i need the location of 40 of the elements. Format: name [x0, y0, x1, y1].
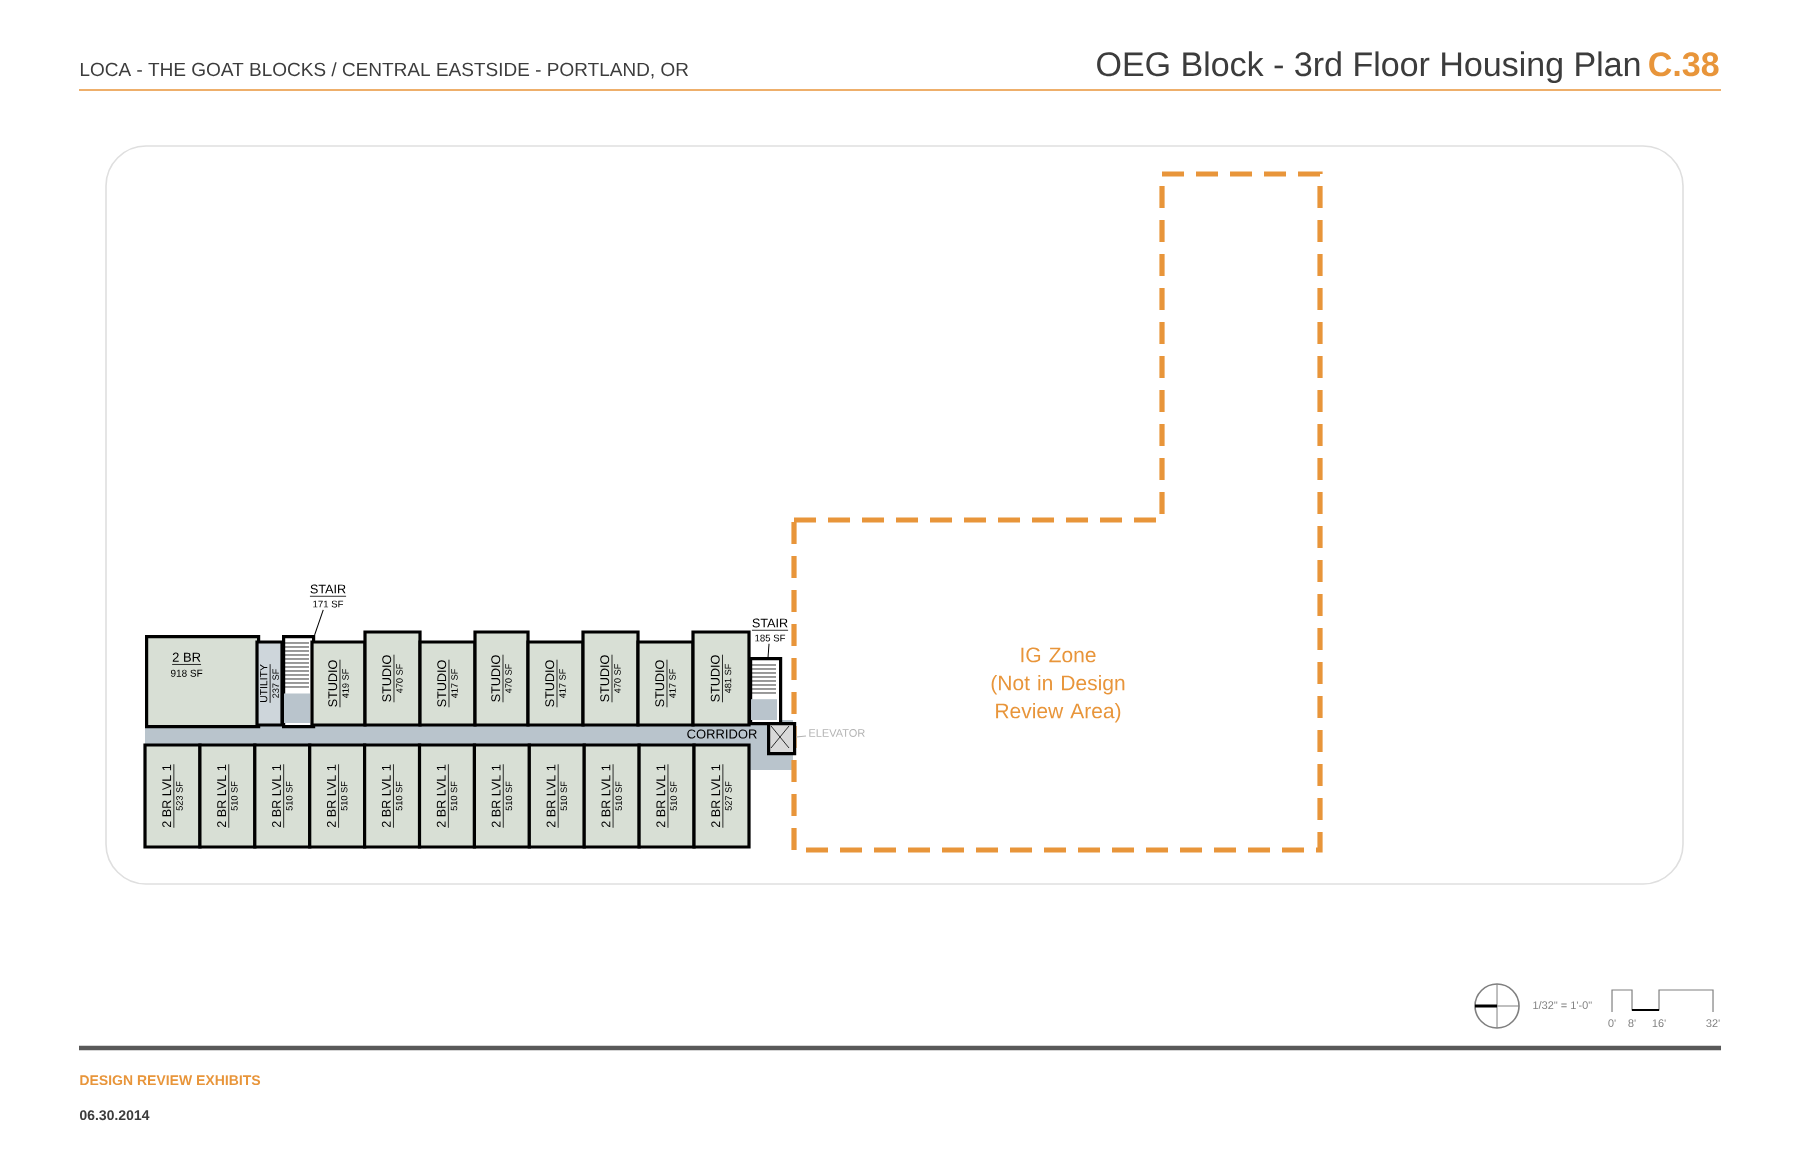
- apartment-room: 2 BR LVL 1 510 SF: [637, 743, 696, 849]
- apartment-room: 2 BR LVL 1 510 SF: [308, 743, 367, 849]
- leader-line: [314, 609, 324, 636]
- apartment-room: 2 BR LVL 1 527 SF: [692, 743, 751, 849]
- scale-tick-label: 32': [1706, 1019, 1720, 1028]
- stair-drawing: [282, 635, 316, 729]
- leader-line: [795, 735, 807, 738]
- room-label: ELEVATOR: [809, 729, 865, 737]
- apartment-room: STUDIO 417 SF: [418, 640, 477, 727]
- apartment-room: 2 BR LVL 1 510 SF: [472, 743, 531, 849]
- scale-text: 1/32" = 1'-0": [1533, 1001, 1592, 1010]
- scale-tick-label: 0': [1608, 1019, 1616, 1028]
- apartment-room: 2 BR LVL 1 510 SF: [417, 743, 477, 849]
- apartment-room: STUDIO 481 SF: [691, 630, 751, 727]
- apartment-room: STUDIO 417 SF: [526, 640, 585, 727]
- apartment-room: STUDIO 470 SF: [581, 630, 640, 727]
- apartment-room: 2 BR LVL 1 523 SF: [143, 743, 202, 849]
- apartment-room: STUDIO 470 SF: [363, 630, 422, 727]
- apartment-room: 2 BR LVL 1 510 SF: [363, 743, 422, 849]
- utility-room: UTILITY 237 SF: [255, 640, 284, 727]
- apartment-room: 2 BR LVL 1 510 SF: [198, 743, 257, 849]
- sheet-number: C.38: [1649, 52, 1719, 77]
- header-text: LOCA - THE GOAT BLOCKS / CENTRAL EASTSIDE - PORTLAND, OR: [80, 62, 689, 79]
- leader-line: [767, 643, 770, 658]
- apartment-room: STUDIO 417 SF: [636, 640, 695, 727]
- apartment-room: 2 BR LVL 1 510 SF: [253, 743, 312, 849]
- scale-tick-label: 8': [1628, 1019, 1636, 1028]
- room-label: STAIR 171 SF: [309, 584, 347, 608]
- apartment-room: STUDIO 419 SF: [310, 640, 367, 727]
- footer-heading: DESIGN REVIEW EXHIBITS: [80, 1075, 261, 1086]
- title: OEG Block - 3rd Floor Housing Plan: [1097, 51, 1640, 84]
- stair-drawing: [749, 657, 783, 726]
- apartment-room: 2 BR LVL 1 510 SF: [582, 743, 641, 849]
- scale-tick-label: 16': [1652, 1019, 1666, 1028]
- apartment-room: STUDIO 470 SF: [473, 630, 530, 727]
- apartment-room: 2 BR 918 SF: [145, 635, 261, 729]
- apartment-room: 2 BR LVL 1 510 SF: [527, 743, 586, 849]
- date-text: 06.30.2014: [79, 1110, 150, 1121]
- elevator-drawing: [767, 722, 797, 756]
- room-label: STAIR 185 SF: [751, 618, 789, 642]
